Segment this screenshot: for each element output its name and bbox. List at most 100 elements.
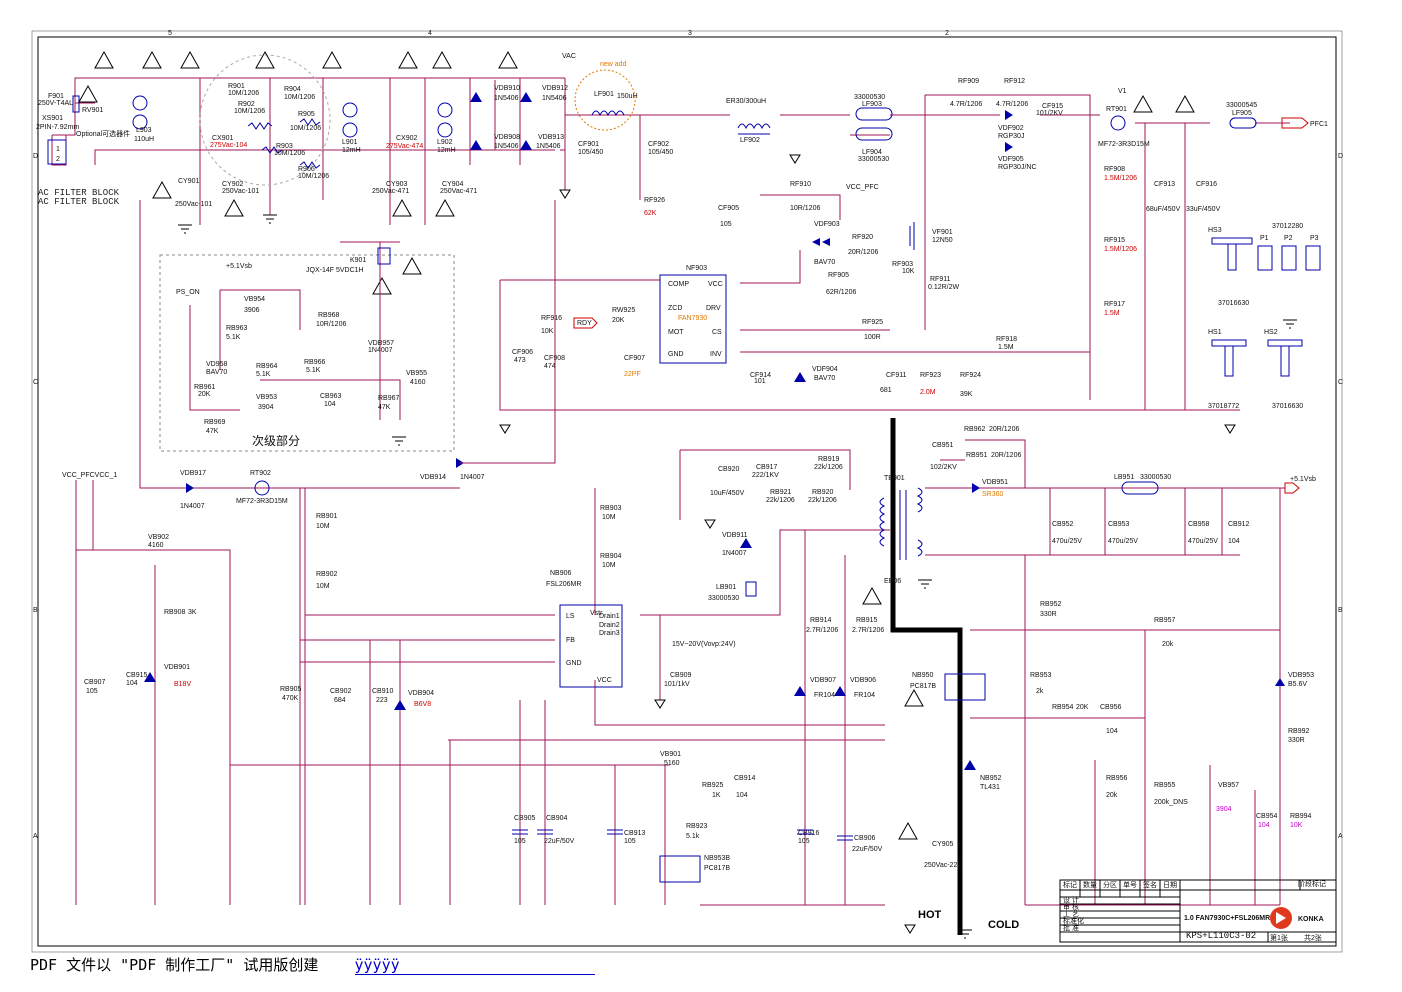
rb964-value: 5.1K [256, 371, 271, 378]
ground-icon [789, 154, 801, 164]
rb901-label: RB901 [316, 513, 338, 520]
hs1-part: 37018772 [1208, 403, 1239, 410]
new-add-outline [574, 69, 636, 131]
grid-row-label: C [1338, 379, 1343, 386]
pin-p1 [1257, 245, 1273, 271]
lf904-label: LF904 [862, 149, 882, 156]
grid-col-label: 4 [428, 30, 432, 37]
cf911-label: CF911 [886, 372, 907, 379]
cf901-label: CF901 [578, 141, 599, 148]
pfc1-label: PFC1 [1310, 121, 1328, 128]
cf906-value: 473 [514, 357, 526, 364]
heatsink-hs2 [1267, 339, 1303, 347]
inductor-lf901 [591, 110, 625, 117]
warning-icon [1133, 94, 1153, 113]
rb952-label: RB952 [1040, 601, 1062, 608]
vb901-label: VB901 [660, 751, 681, 758]
rb954-label: RB954 [1052, 704, 1074, 711]
rb925-value: 1K [712, 792, 721, 799]
lf903-value: 33000530 [854, 94, 885, 101]
grid-row-label: B [33, 607, 38, 614]
cb905-value: 105 [514, 838, 526, 845]
vcc-pfc-label: VCC_PFC [846, 184, 879, 191]
rb952-value: 330R [1040, 611, 1057, 618]
cb909-value: 101/1kV [664, 681, 690, 688]
rf926-value: 62K [644, 210, 657, 217]
rb992-value: 330R [1288, 737, 1305, 744]
vdb907-value: FR104 [814, 692, 835, 699]
rb951-value: 20R/1206 [991, 452, 1021, 459]
primary-wires [75, 449, 890, 906]
cb913-value: 105 [624, 838, 636, 845]
vdb917-label: VDB917 [180, 470, 206, 477]
footer-link[interactable]: ÿÿÿÿÿ [354, 956, 595, 975]
rb914-label: RB914 [810, 617, 832, 624]
diode-vdb913 [520, 140, 532, 150]
ac-filter-title-shadow: AC FILTER BLOCK [38, 197, 120, 207]
ground-icon [392, 436, 406, 446]
p3-label: P3 [1310, 235, 1319, 242]
new-add-note: new add [600, 61, 627, 68]
diode-vdb951 [972, 483, 980, 493]
rb994-value: 10K [1290, 822, 1303, 829]
cx901-value: 275Vac-104 [210, 142, 247, 149]
rw925-value: 20K [612, 317, 625, 324]
rf920-label: RF920 [852, 234, 873, 241]
optocoupler-nb953b [659, 855, 701, 883]
title-header: 分区 [1103, 880, 1117, 889]
cf913-label: CF913 [1154, 181, 1175, 188]
rf926-label: RF926 [644, 197, 665, 204]
cb913-label: CB913 [624, 830, 646, 837]
xs901-label: XS901 [42, 115, 63, 122]
rf920-value: 20R/1206 [848, 249, 878, 256]
nb952-value: TL431 [980, 784, 1000, 791]
warning-icon [904, 688, 924, 707]
nf903-pin-vcc: VCC [708, 281, 723, 288]
rb969-value: 47K [206, 428, 219, 435]
hs3-part: 37016630 [1218, 300, 1249, 307]
warning-icon [94, 50, 114, 69]
cf907-value: 22PF [624, 371, 641, 378]
cb912-value: 104 [1228, 538, 1240, 545]
thermistor-rt901 [1110, 115, 1126, 131]
r903-value: 10M/1206 [274, 150, 305, 157]
rb962-label: RB962 [964, 426, 986, 433]
nf903-part: FAN7930 [678, 315, 707, 322]
bead-lf904 [855, 127, 893, 141]
cb907-value: 105 [86, 688, 98, 695]
heatsink-hs1 [1211, 339, 1247, 347]
warning-icon [142, 50, 162, 69]
ground-icon [1224, 424, 1236, 434]
r906-value: 10M/1206 [298, 173, 329, 180]
pdf-footer: PDF 文件以 "PDF 制作工厂" 试用版创建 ÿÿÿÿÿ [30, 954, 595, 975]
rb963-value: 5.1K [226, 334, 241, 341]
rf903-value: 10K [902, 268, 915, 275]
ground-icon [654, 699, 666, 709]
pfc1-port [1281, 117, 1309, 129]
r904-label: R904 [284, 86, 301, 93]
secondary-output: CB951 102/2KV RB962 20R/1206 RB951 20R/1… [910, 426, 1316, 906]
rt901-label: RT901 [1106, 106, 1127, 113]
warning-icon [322, 50, 342, 69]
cb915-value: 104 [126, 680, 138, 687]
diode-vdb911 [740, 538, 752, 548]
vd958-value: BAV70 [206, 369, 227, 376]
svg-text:1: 1 [56, 146, 60, 153]
rb967-value: 47K [378, 404, 391, 411]
rb963-label: RB963 [226, 325, 248, 332]
cf906-label: CF906 [512, 349, 533, 356]
cb917-label: CB917 [756, 464, 778, 471]
rf916-value: 10K [541, 328, 554, 335]
grid-col-label: 2 [945, 30, 949, 37]
vdb957-value: 1N4007 [368, 347, 393, 354]
cb914-value: 104 [736, 792, 748, 799]
lf901-value: 150uH [617, 93, 638, 100]
rt902-value: MF72-3R3D15M [236, 498, 288, 505]
rb904-label: RB904 [600, 553, 622, 560]
primary-flyback: VCC_PFCVCC_1 VDB917 1N4007 RT902 MF72-3R… [62, 449, 890, 906]
rb969-label: RB969 [204, 419, 226, 426]
inductor-l903 [132, 95, 148, 111]
cx902-value: 275Vac-474 [386, 143, 423, 150]
title-header: 日期 [1163, 881, 1177, 889]
rb925-label: RB925 [702, 782, 724, 789]
